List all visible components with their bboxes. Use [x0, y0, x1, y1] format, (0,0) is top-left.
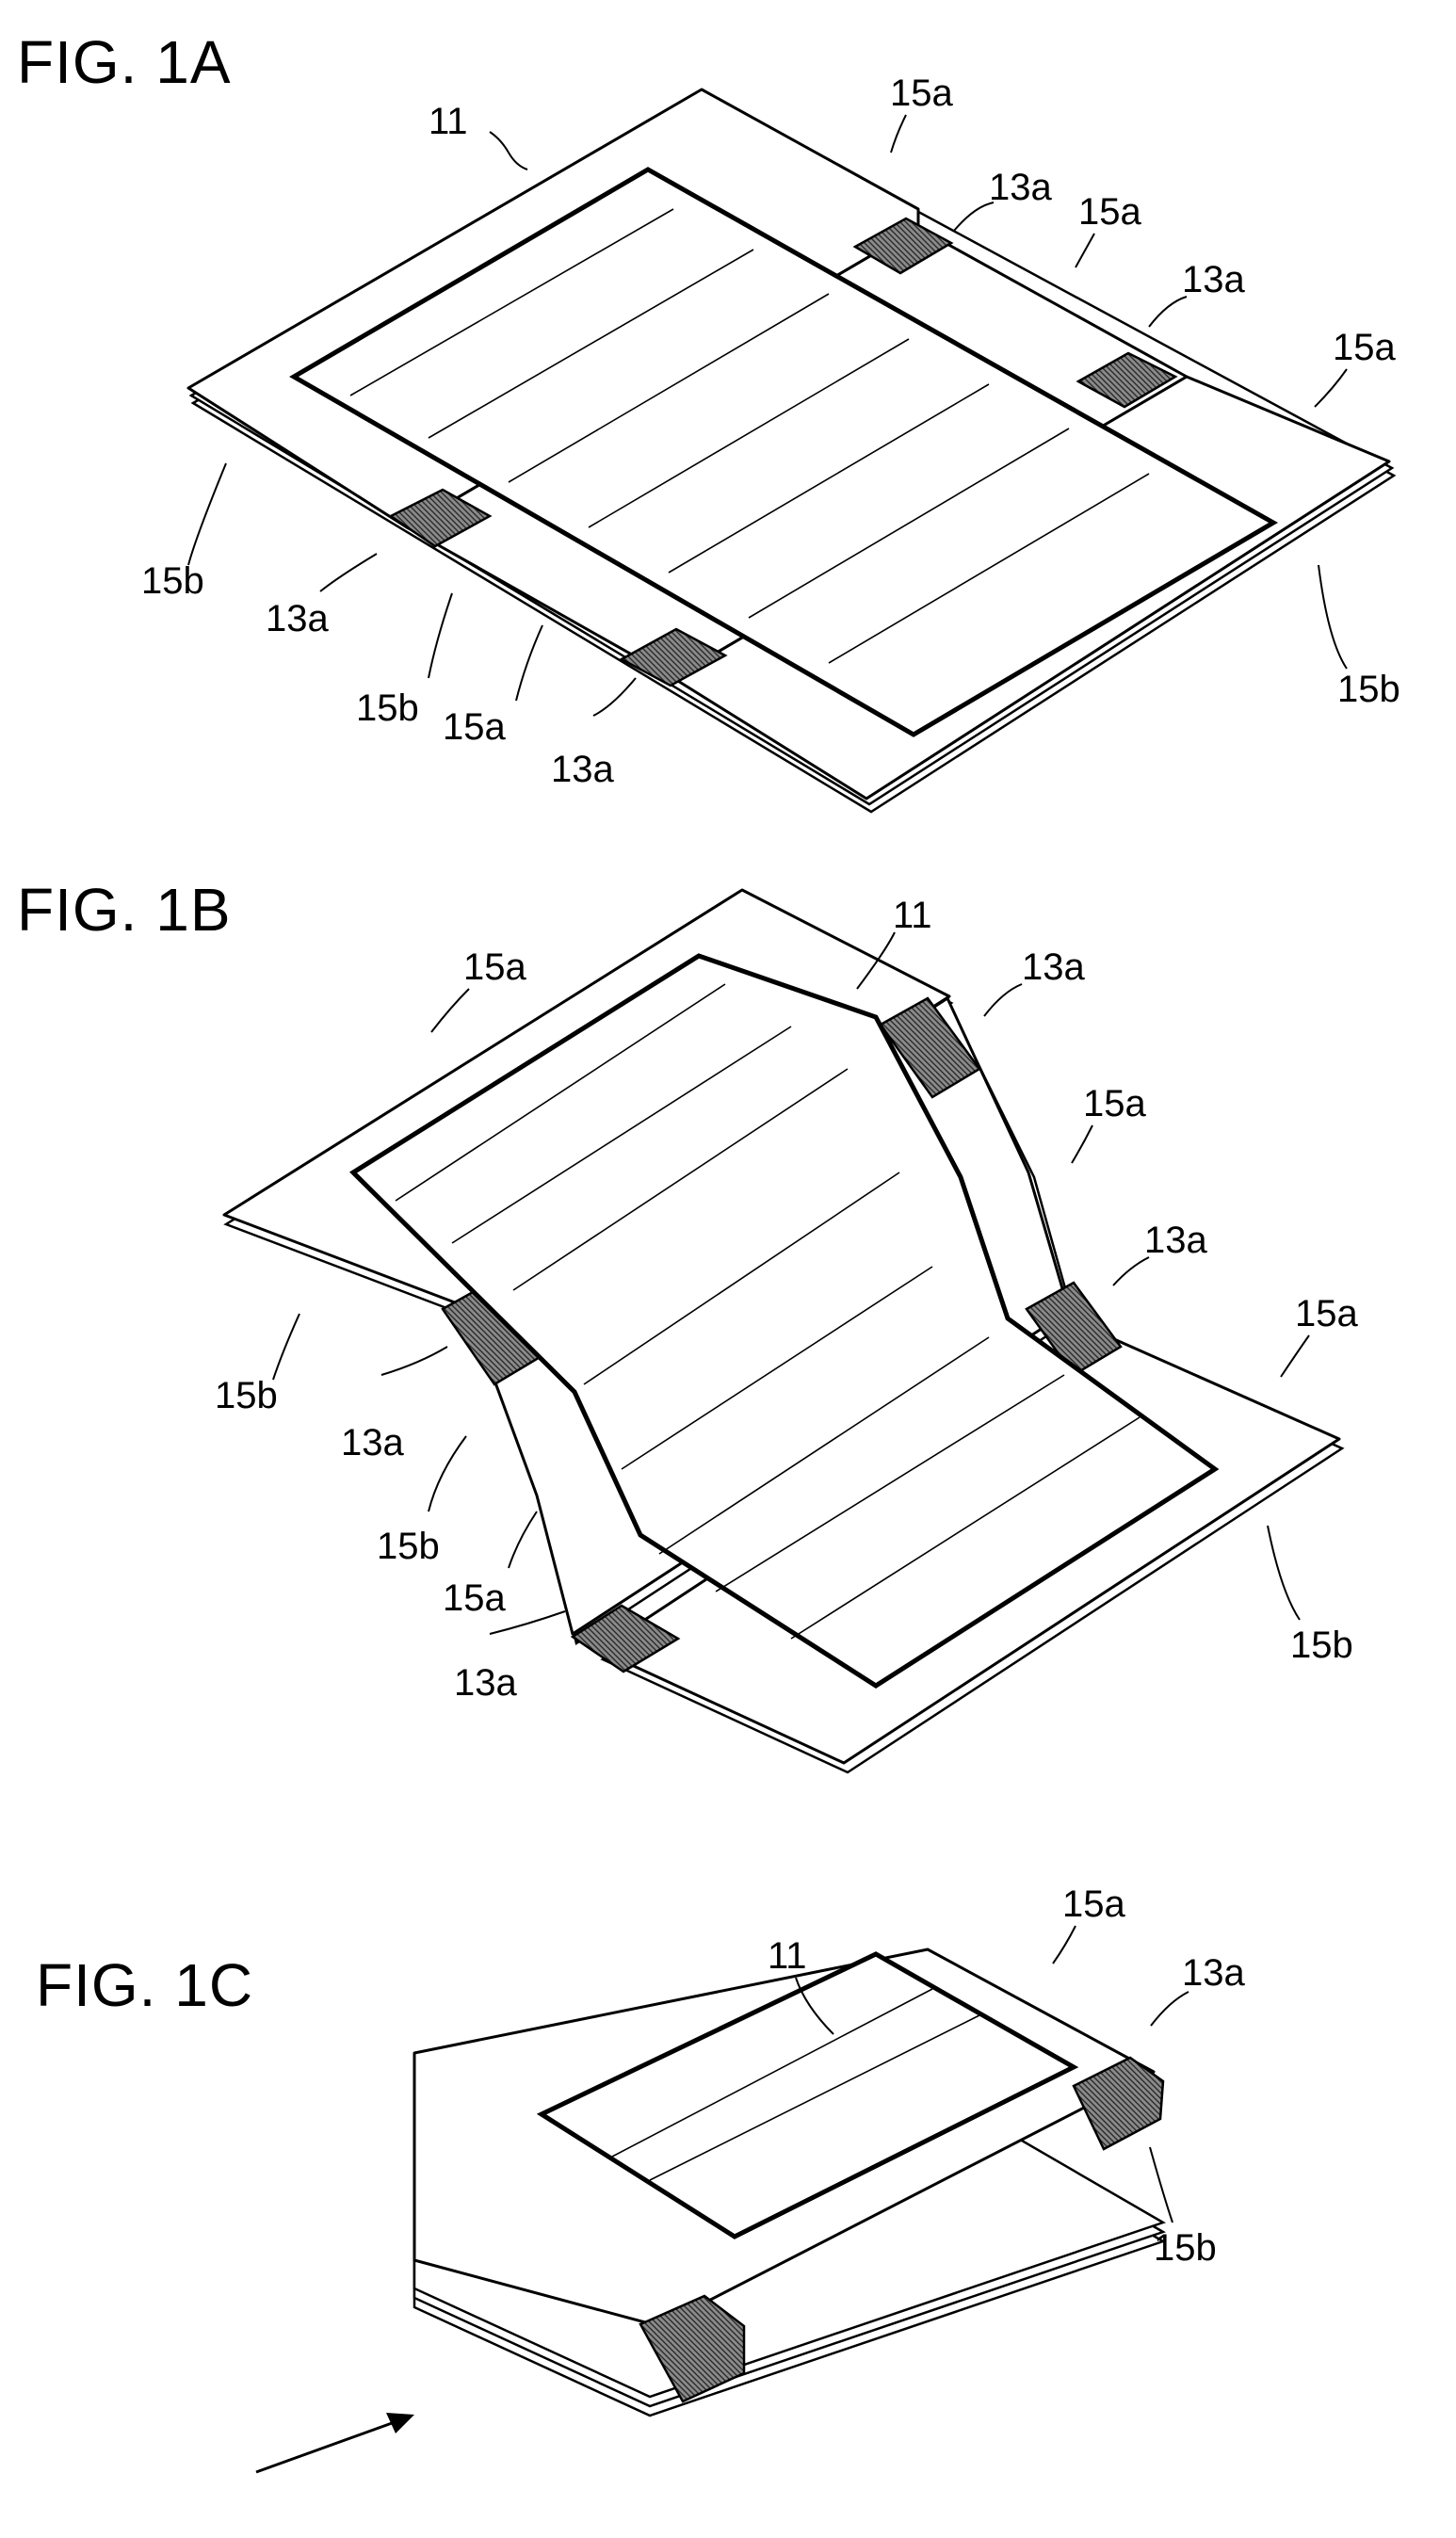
ref-label: 15a — [890, 73, 953, 114]
ref-label: 13a — [1182, 1952, 1245, 1994]
ref-label: 15a — [1078, 191, 1141, 233]
ref-label: 15a — [1062, 1883, 1125, 1925]
ref-label: 15b — [215, 1375, 278, 1416]
figure-1a: FIG. 1A 11 15a 13a — [17, 28, 1400, 812]
ref-label: 13a — [989, 167, 1052, 208]
ref-label: 13a — [1144, 1220, 1207, 1261]
ref-label: 13a — [341, 1422, 404, 1463]
ref-label: 15b — [1154, 2227, 1217, 2269]
ref-label: 15a — [1295, 1293, 1358, 1334]
ref-label: 13a — [454, 1662, 517, 1704]
ref-label: 13a — [1022, 946, 1085, 988]
ref-label: 15a — [1083, 1083, 1146, 1124]
figure-1b: FIG. 1B 15a 11 — [17, 876, 1358, 1772]
ref-label: 15a — [463, 946, 526, 988]
figure-1a-title: FIG. 1A — [17, 28, 232, 96]
ref-label: 15a — [443, 1577, 506, 1619]
ref-label: 11 — [893, 895, 932, 936]
figure-1b-title: FIG. 1B — [17, 876, 232, 944]
ref-label: 13a — [1182, 259, 1245, 300]
ref-label: 13a — [266, 598, 329, 639]
ref-label: 13a — [551, 749, 614, 790]
ref-label: 15b — [356, 687, 419, 729]
figure-1c: FIG. 1C 15a 11 13a 15b — [36, 1883, 1245, 2472]
ref-label: 15a — [443, 706, 506, 748]
ref-label: 15b — [1337, 669, 1400, 710]
figure-1c-title: FIG. 1C — [36, 1951, 253, 2019]
ref-label: 15b — [141, 560, 204, 602]
viewing-direction-arrow — [256, 2413, 414, 2472]
ref-label: 15a — [1333, 327, 1396, 368]
ref-label: 11 — [768, 1935, 807, 1977]
ref-label: 15b — [377, 1526, 440, 1567]
ref-label: 15b — [1290, 1625, 1353, 1666]
ref-label: 11 — [429, 101, 468, 142]
